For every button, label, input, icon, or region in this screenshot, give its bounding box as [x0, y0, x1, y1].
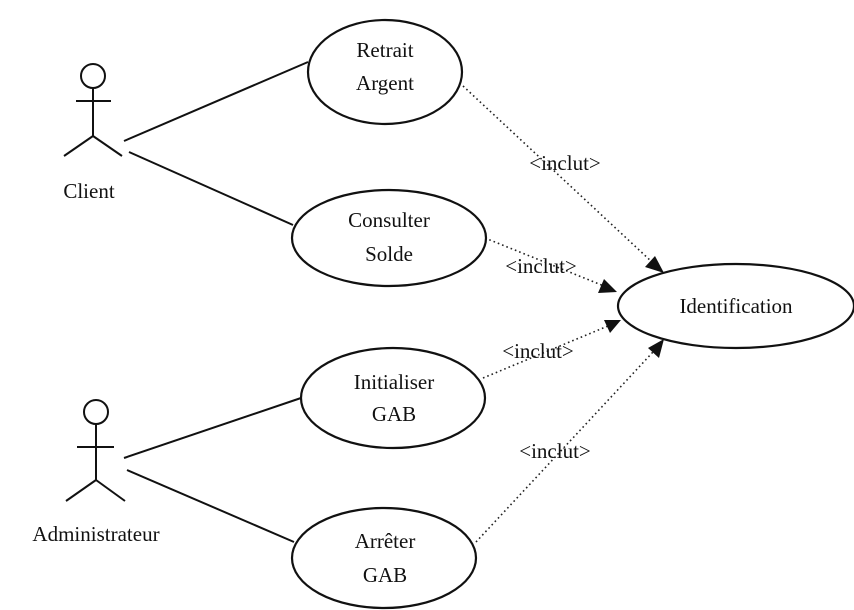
actor-admin: Administrateur: [32, 399, 160, 546]
use-case-identification-label: Identification: [679, 294, 793, 318]
arrowhead-initialiser: [604, 320, 621, 333]
use-case-initialiser-gab: Initialiser GAB: [299, 346, 487, 450]
use-case-identification: Identification: [616, 262, 854, 350]
actor-client: Client: [63, 63, 123, 203]
arrowhead-retrait: [645, 256, 664, 273]
actor-admin-head: [83, 399, 109, 425]
include-consulter-identification: [484, 237, 605, 287]
use-case-arreter-line1: Arrêter: [355, 529, 416, 553]
use-case-consulter-solde: Consulter Solde: [290, 188, 488, 288]
actor-client-leg-right: [92, 135, 123, 157]
include-label-retrait: <inclut>: [529, 151, 601, 175]
use-case-arreter-gab: Arrêter GAB: [290, 506, 478, 610]
use-case-consulter-line2: Solde: [365, 242, 413, 266]
include-label-arreter: <inclut>: [519, 439, 591, 463]
use-case-retrait-line1: Retrait: [356, 38, 413, 62]
use-case-arreter-line2: GAB: [363, 563, 407, 587]
use-case-retrait-argent: Retrait Argent: [306, 18, 464, 126]
include-arreter-identification: [475, 351, 654, 543]
association-client-consulter: [128, 151, 294, 226]
use-case-initialiser-line2: GAB: [372, 402, 416, 426]
actor-client-label: Client: [63, 179, 114, 203]
include-label-initialiser: <inclut>: [502, 339, 574, 363]
actor-admin-label: Administrateur: [32, 522, 159, 546]
actor-client-leg-left: [63, 135, 94, 157]
use-case-consulter-line1: Consulter: [348, 208, 430, 232]
association-admin-arreter: [126, 469, 295, 543]
arrowhead-arreter: [648, 339, 664, 358]
association-admin-initialiser: [123, 397, 302, 459]
association-client-retrait: [123, 61, 309, 142]
include-retrait-identification: [462, 85, 653, 263]
actor-admin-leg-left: [65, 479, 97, 502]
actor-admin-leg-right: [95, 479, 126, 502]
use-case-retrait-line2: Argent: [356, 71, 414, 95]
actor-client-head: [80, 63, 106, 89]
include-label-consulter: <inclut>: [505, 254, 577, 278]
arrowhead-consulter: [598, 279, 617, 293]
use-case-initialiser-line1: Initialiser: [354, 370, 434, 394]
